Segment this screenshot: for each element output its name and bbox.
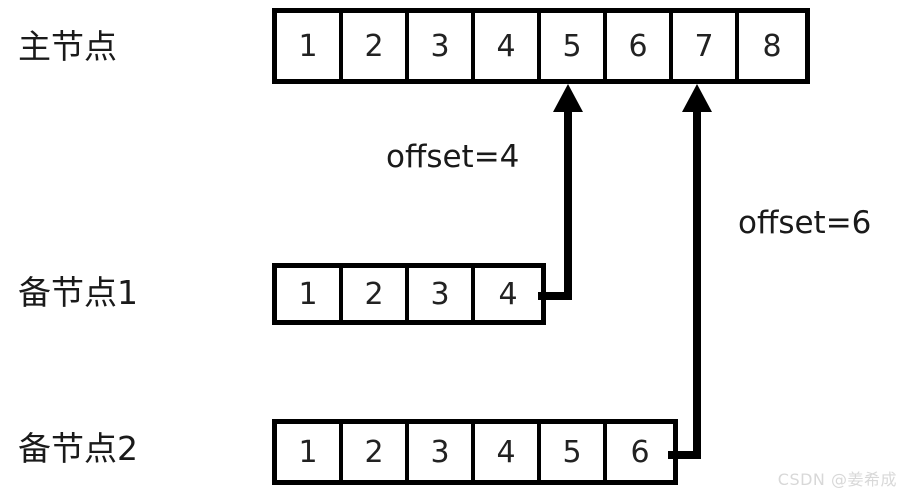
arrowhead-offset-6 xyxy=(682,84,712,112)
array-master: 1 2 3 4 5 6 7 8 xyxy=(272,8,810,84)
watermark: CSDN @姜希成 xyxy=(777,470,897,489)
array-cell: 6 xyxy=(607,424,673,480)
array-cell: 1 xyxy=(277,268,343,320)
array-cell: 4 xyxy=(475,424,541,480)
offset-label-4: offset=4 xyxy=(386,139,520,175)
array-cell: 3 xyxy=(409,13,475,79)
array-cell: 8 xyxy=(739,13,805,79)
array-cell: 7 xyxy=(673,13,739,79)
array-cell: 4 xyxy=(475,13,541,79)
array-cell: 3 xyxy=(409,424,475,480)
array-cell: 6 xyxy=(607,13,673,79)
connector-offset-6 xyxy=(668,84,712,459)
offset-label-6: offset=6 xyxy=(738,205,872,241)
array-cell: 5 xyxy=(541,424,607,480)
array-cell: 1 xyxy=(277,13,343,79)
row-label-replica2: 备节点2 xyxy=(18,429,138,468)
array-cell: 3 xyxy=(409,268,475,320)
connector-line-offset-6 xyxy=(668,100,701,459)
array-replica2: 1 2 3 4 5 6 xyxy=(272,419,678,485)
array-cell: 2 xyxy=(343,268,409,320)
array-cell: 2 xyxy=(343,424,409,480)
array-cell: 1 xyxy=(277,424,343,480)
array-cell: 4 xyxy=(475,268,541,320)
row-label-master: 主节点 xyxy=(18,27,117,66)
array-replica1: 1 2 3 4 xyxy=(272,263,546,325)
array-cell: 2 xyxy=(343,13,409,79)
array-cell: 5 xyxy=(541,13,607,79)
arrowhead-offset-4 xyxy=(553,84,583,112)
row-label-replica1: 备节点1 xyxy=(18,273,138,312)
